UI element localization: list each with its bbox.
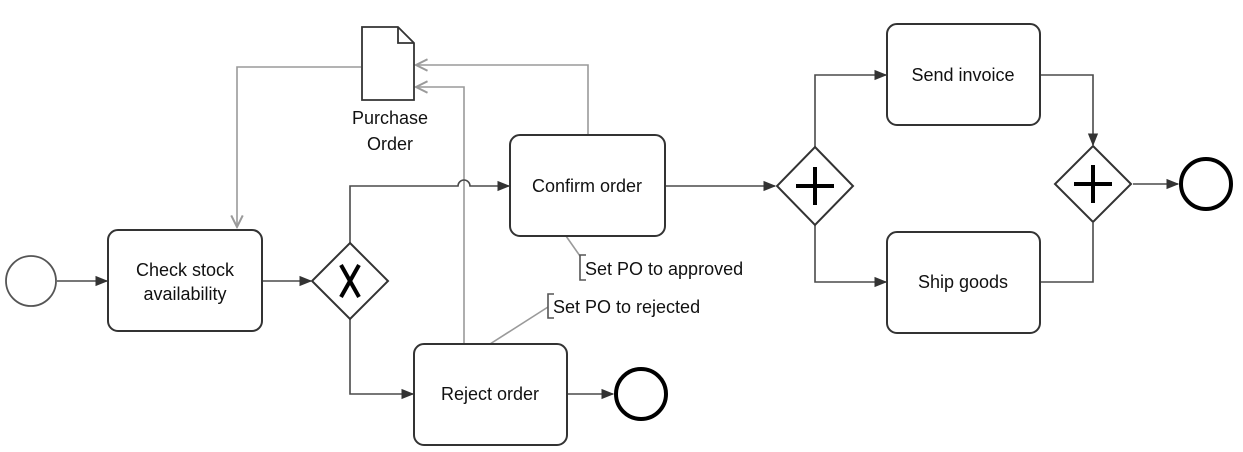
task-reject-order-label: Reject order — [441, 384, 539, 404]
task-ship-goods[interactable]: Ship goods — [886, 231, 1041, 334]
annotation-connector-rejected — [489, 306, 549, 345]
task-check-stock-label-line1: Check stock — [136, 260, 235, 280]
flow-xor-to-confirm — [349, 179, 511, 243]
task-check-stock[interactable]: Check stock availability — [107, 229, 263, 332]
annotation-rejected: Set PO to rejected — [547, 293, 700, 319]
data-object-label-line1: Purchase — [352, 108, 428, 128]
task-send-invoice[interactable]: Send invoice — [886, 23, 1041, 126]
document-icon — [361, 26, 415, 101]
end-event-reject[interactable] — [614, 367, 668, 421]
flow-xor-to-reject — [349, 319, 415, 400]
start-event[interactable] — [5, 255, 57, 307]
task-ship-goods-label: Ship goods — [918, 272, 1008, 292]
annotation-connector-approved — [565, 235, 581, 257]
association-confirm-to-po — [416, 65, 589, 135]
end-event-final[interactable] — [1179, 157, 1233, 211]
x-icon — [339, 264, 361, 298]
association-po-to-check — [237, 66, 361, 227]
annotation-approved: Set PO to approved — [579, 254, 743, 281]
task-confirm-order[interactable]: Confirm order — [509, 134, 666, 237]
parallel-gateway-join[interactable] — [1053, 144, 1133, 224]
plus-icon — [796, 167, 834, 205]
task-reject-order[interactable]: Reject order — [413, 343, 568, 446]
exclusive-gateway[interactable] — [310, 241, 390, 321]
plus-icon — [1074, 165, 1112, 203]
flow-split-to-invoice — [814, 69, 888, 147]
data-object-purchase-order[interactable]: Purchase Order — [352, 26, 428, 154]
flow-invoice-to-join — [1040, 74, 1099, 147]
task-send-invoice-label: Send invoice — [911, 65, 1014, 85]
flow-ship-to-join — [1040, 223, 1094, 283]
annotation-approved-text: Set PO to approved — [585, 259, 743, 279]
annotation-rejected-text: Set PO to rejected — [553, 297, 700, 317]
data-object-label-line2: Order — [367, 134, 413, 154]
association-reject-to-po — [416, 87, 465, 345]
parallel-gateway-split[interactable] — [775, 145, 855, 227]
flow-split-to-ship — [814, 225, 888, 288]
task-confirm-order-label: Confirm order — [532, 176, 642, 196]
task-check-stock-label-line2: availability — [143, 284, 226, 304]
